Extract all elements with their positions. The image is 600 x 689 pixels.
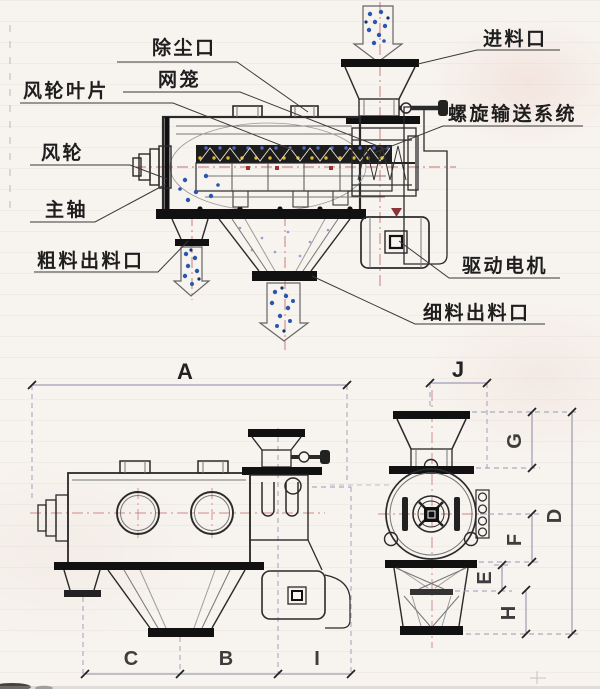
callout-dust-port: 除尘口: [117, 36, 309, 113]
cross-section-view: 除尘口 网笼 风轮叶片 进料口 风轮 螺旋输送系统: [9, 2, 583, 350]
feed-material-arrow-icon: [352, 5, 404, 63]
machine-body: [156, 115, 367, 219]
callout-drive-motor: 驱动电机: [398, 240, 560, 279]
label-fine-outlet: 细料出料口: [423, 301, 531, 324]
callout-impeller-blades: 风轮叶片: [20, 79, 294, 151]
dim-label-a: A: [177, 359, 193, 384]
callout-feed-inlet: 进料口: [417, 27, 560, 65]
label-impeller: 风轮: [41, 141, 84, 164]
end-cone: [385, 560, 477, 635]
dim-label-i: I: [314, 648, 320, 670]
dust-ports: [232, 105, 319, 118]
label-feed-inlet: 进料口: [483, 27, 548, 50]
end-view: J: [330, 357, 578, 648]
dim-label-f: F: [504, 534, 526, 546]
dim-label-d: D: [544, 509, 566, 523]
label-coarse-outlet: 粗料出料口: [37, 249, 145, 272]
side-bearing: [37, 494, 69, 542]
dim-label-c: C: [124, 648, 138, 670]
callout-screw-conveyor: 螺旋输送系统: [373, 102, 583, 154]
side-body: [54, 460, 264, 570]
end-view-dimensions: G D F E H: [455, 407, 578, 639]
screw-feeder-rod: [399, 100, 448, 116]
main-shaft-bearing: [132, 145, 172, 189]
scan-artifacts: [0, 671, 600, 689]
callout-main-shaft: 主轴: [30, 183, 167, 223]
side-motor: [261, 570, 351, 629]
side-view: A: [27, 359, 356, 679]
bottom-dimensions: C B I: [80, 648, 356, 679]
inspection-window: [116, 491, 160, 535]
callout-fine-outlet: 细料出料口: [311, 275, 545, 325]
fine-outlet-cone: [218, 218, 351, 342]
body-material-dots: [178, 173, 330, 258]
inspection-window: [190, 491, 234, 535]
callout-coarse-outlet: 粗料出料口: [34, 240, 189, 273]
end-hopper: [389, 411, 474, 474]
label-mesh-cage: 网笼: [158, 68, 201, 91]
label-drive-motor: 驱动电机: [462, 254, 548, 277]
coarse-outlet: [171, 218, 211, 297]
motor-arrow-icon: [391, 208, 402, 217]
end-body-circle: [383, 468, 490, 560]
label-impeller-blades: 风轮叶片: [23, 79, 109, 102]
support-stand: [403, 106, 448, 265]
dim-label-g: G: [504, 433, 526, 449]
dim-label-h: H: [498, 606, 520, 620]
callout-impeller: 风轮: [30, 141, 168, 180]
screw-conveyor-section: [351, 127, 419, 197]
mesh-cage-drum: [195, 145, 393, 208]
drive-motor: [360, 208, 430, 269]
callouts: 除尘口 网笼 风轮叶片 进料口 风轮 螺旋输送系统: [20, 27, 583, 325]
label-dust-port: 除尘口: [152, 36, 217, 59]
dim-label-j: J: [452, 357, 464, 382]
feed-hopper: [341, 59, 420, 124]
callout-mesh-cage: 网笼: [123, 68, 389, 151]
side-feed-assembly: [242, 429, 330, 571]
dim-label-e: E: [474, 571, 496, 584]
label-main-shaft: 主轴: [45, 198, 88, 221]
label-screw-conveyor: 螺旋输送系统: [448, 102, 577, 125]
side-outlets: [63, 569, 246, 674]
dim-label-b: B: [219, 648, 233, 670]
